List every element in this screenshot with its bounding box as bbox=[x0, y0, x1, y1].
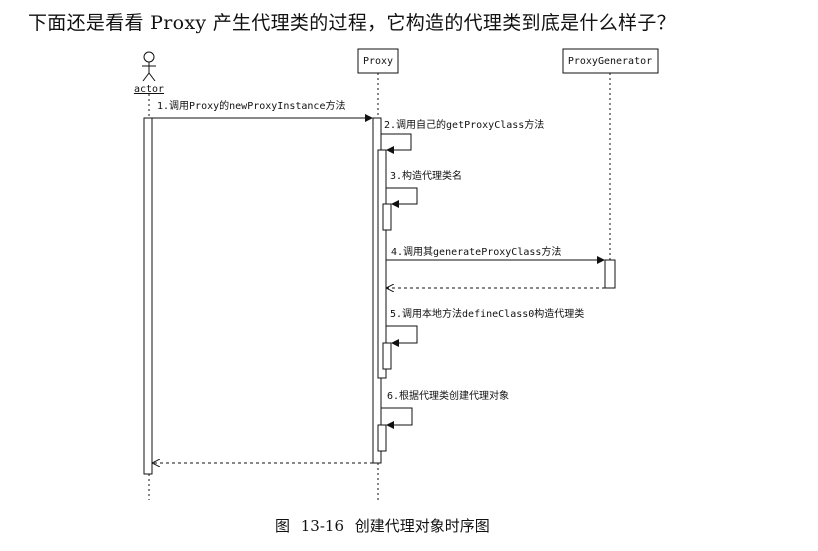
message-6-arrow bbox=[381, 407, 413, 429]
message-1-label: 1.调用Proxy的newProxyInstance方法 bbox=[157, 99, 345, 112]
message-3-label: 3.构造代理类名 bbox=[390, 169, 462, 182]
message-2-label: 2.调用自己的getProxyClass方法 bbox=[384, 118, 544, 131]
object-proxygenerator: ProxyGenerator bbox=[562, 48, 659, 74]
activation-proxygenerator bbox=[604, 259, 616, 289]
activation-proxy-getproxyclass bbox=[377, 149, 387, 379]
activation-proxy-classname bbox=[382, 203, 392, 231]
message-6-label: 6.根据代理类创建代理对象 bbox=[387, 389, 509, 402]
object-proxy-label: Proxy bbox=[363, 56, 393, 67]
sequence-diagram: actor Proxy ProxyGenerator 1.调用Proxy的new… bbox=[134, 48, 659, 500]
message-3-arrow bbox=[386, 187, 418, 208]
object-proxygenerator-label: ProxyGenerator bbox=[568, 56, 652, 67]
message-2-arrow bbox=[381, 133, 412, 154]
message-4-label: 4.调用其generateProxyClass方法 bbox=[391, 245, 561, 258]
figure-caption: 图 13-16 创建代理对象时序图 bbox=[275, 517, 490, 535]
message-5-arrow bbox=[386, 325, 418, 347]
message-5-label: 5.调用本地方法defineClass0构造代理类 bbox=[390, 307, 584, 320]
activation-proxy-defineclass bbox=[382, 342, 392, 370]
activation-actor bbox=[143, 117, 153, 475]
activation-proxy-createobject bbox=[377, 424, 387, 452]
actor-figure bbox=[142, 51, 156, 82]
intro-text: 下面还是看看 Proxy 产生代理类的过程，它构造的代理类到底是什么样子？ bbox=[28, 12, 676, 34]
object-proxy: Proxy bbox=[357, 48, 399, 74]
actor-label: actor bbox=[134, 84, 164, 95]
